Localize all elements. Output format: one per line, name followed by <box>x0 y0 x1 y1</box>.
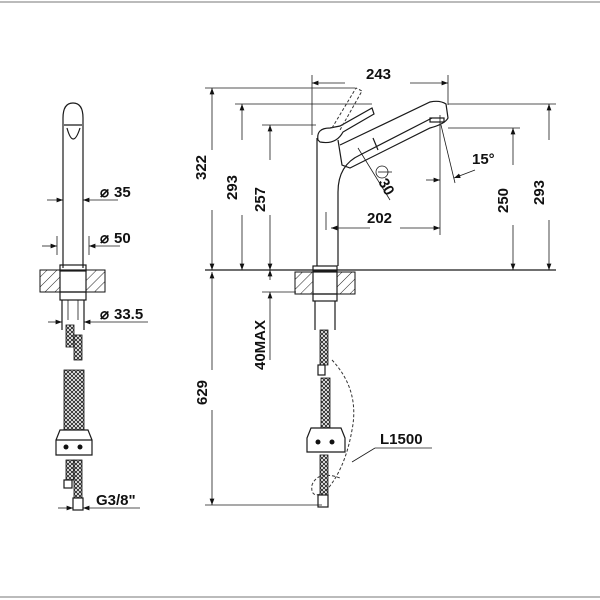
front-lever <box>317 107 375 144</box>
dim-counter-40max: 40MAX <box>252 320 269 370</box>
dim-angle-30: 30 <box>375 176 398 199</box>
dim-reach-243: 243 <box>366 66 391 83</box>
dim-reach-202: 202 <box>367 210 392 227</box>
dim-hose-629: 629 <box>194 380 211 405</box>
dim-dia-35: 35 <box>114 184 131 201</box>
dia-symbol-35: ⌀ <box>100 184 109 201</box>
side-counter-right <box>85 269 106 293</box>
dia-symbol-50: ⌀ <box>100 230 109 247</box>
side-view: ⌀ 35 ⌀ 50 ⌀ 33.5 G3/8" <box>39 102 148 511</box>
lever-open-position <box>331 87 363 131</box>
dim-height-250: 250 <box>495 188 512 213</box>
front-view: 243 322 293 257 30 202 15° <box>193 66 556 508</box>
dim-angle-15: 15° <box>472 151 495 168</box>
dia-symbol-33-5: ⌀ <box>100 306 109 323</box>
front-hose <box>320 377 331 429</box>
side-counter-left <box>39 269 61 293</box>
dim-dia-50: 50 <box>114 230 131 247</box>
front-body <box>316 117 433 266</box>
dim-dia-33-5: 33.5 <box>114 306 143 323</box>
dim-height-322: 322 <box>193 155 210 180</box>
dim-height-257: 257 <box>252 187 269 212</box>
side-hose <box>63 369 85 431</box>
label-hose-length: L1500 <box>380 431 423 448</box>
dim-height-293-right: 293 <box>531 180 548 205</box>
front-connector <box>306 427 346 453</box>
dim-height-293-left: 293 <box>224 175 241 200</box>
pullout-hose-loop <box>311 359 355 496</box>
dim-thread: G3/8" <box>96 492 136 509</box>
front-spout <box>337 100 449 169</box>
side-connector <box>55 429 93 456</box>
side-spout-body <box>62 102 84 268</box>
side-spout-head <box>64 124 82 140</box>
